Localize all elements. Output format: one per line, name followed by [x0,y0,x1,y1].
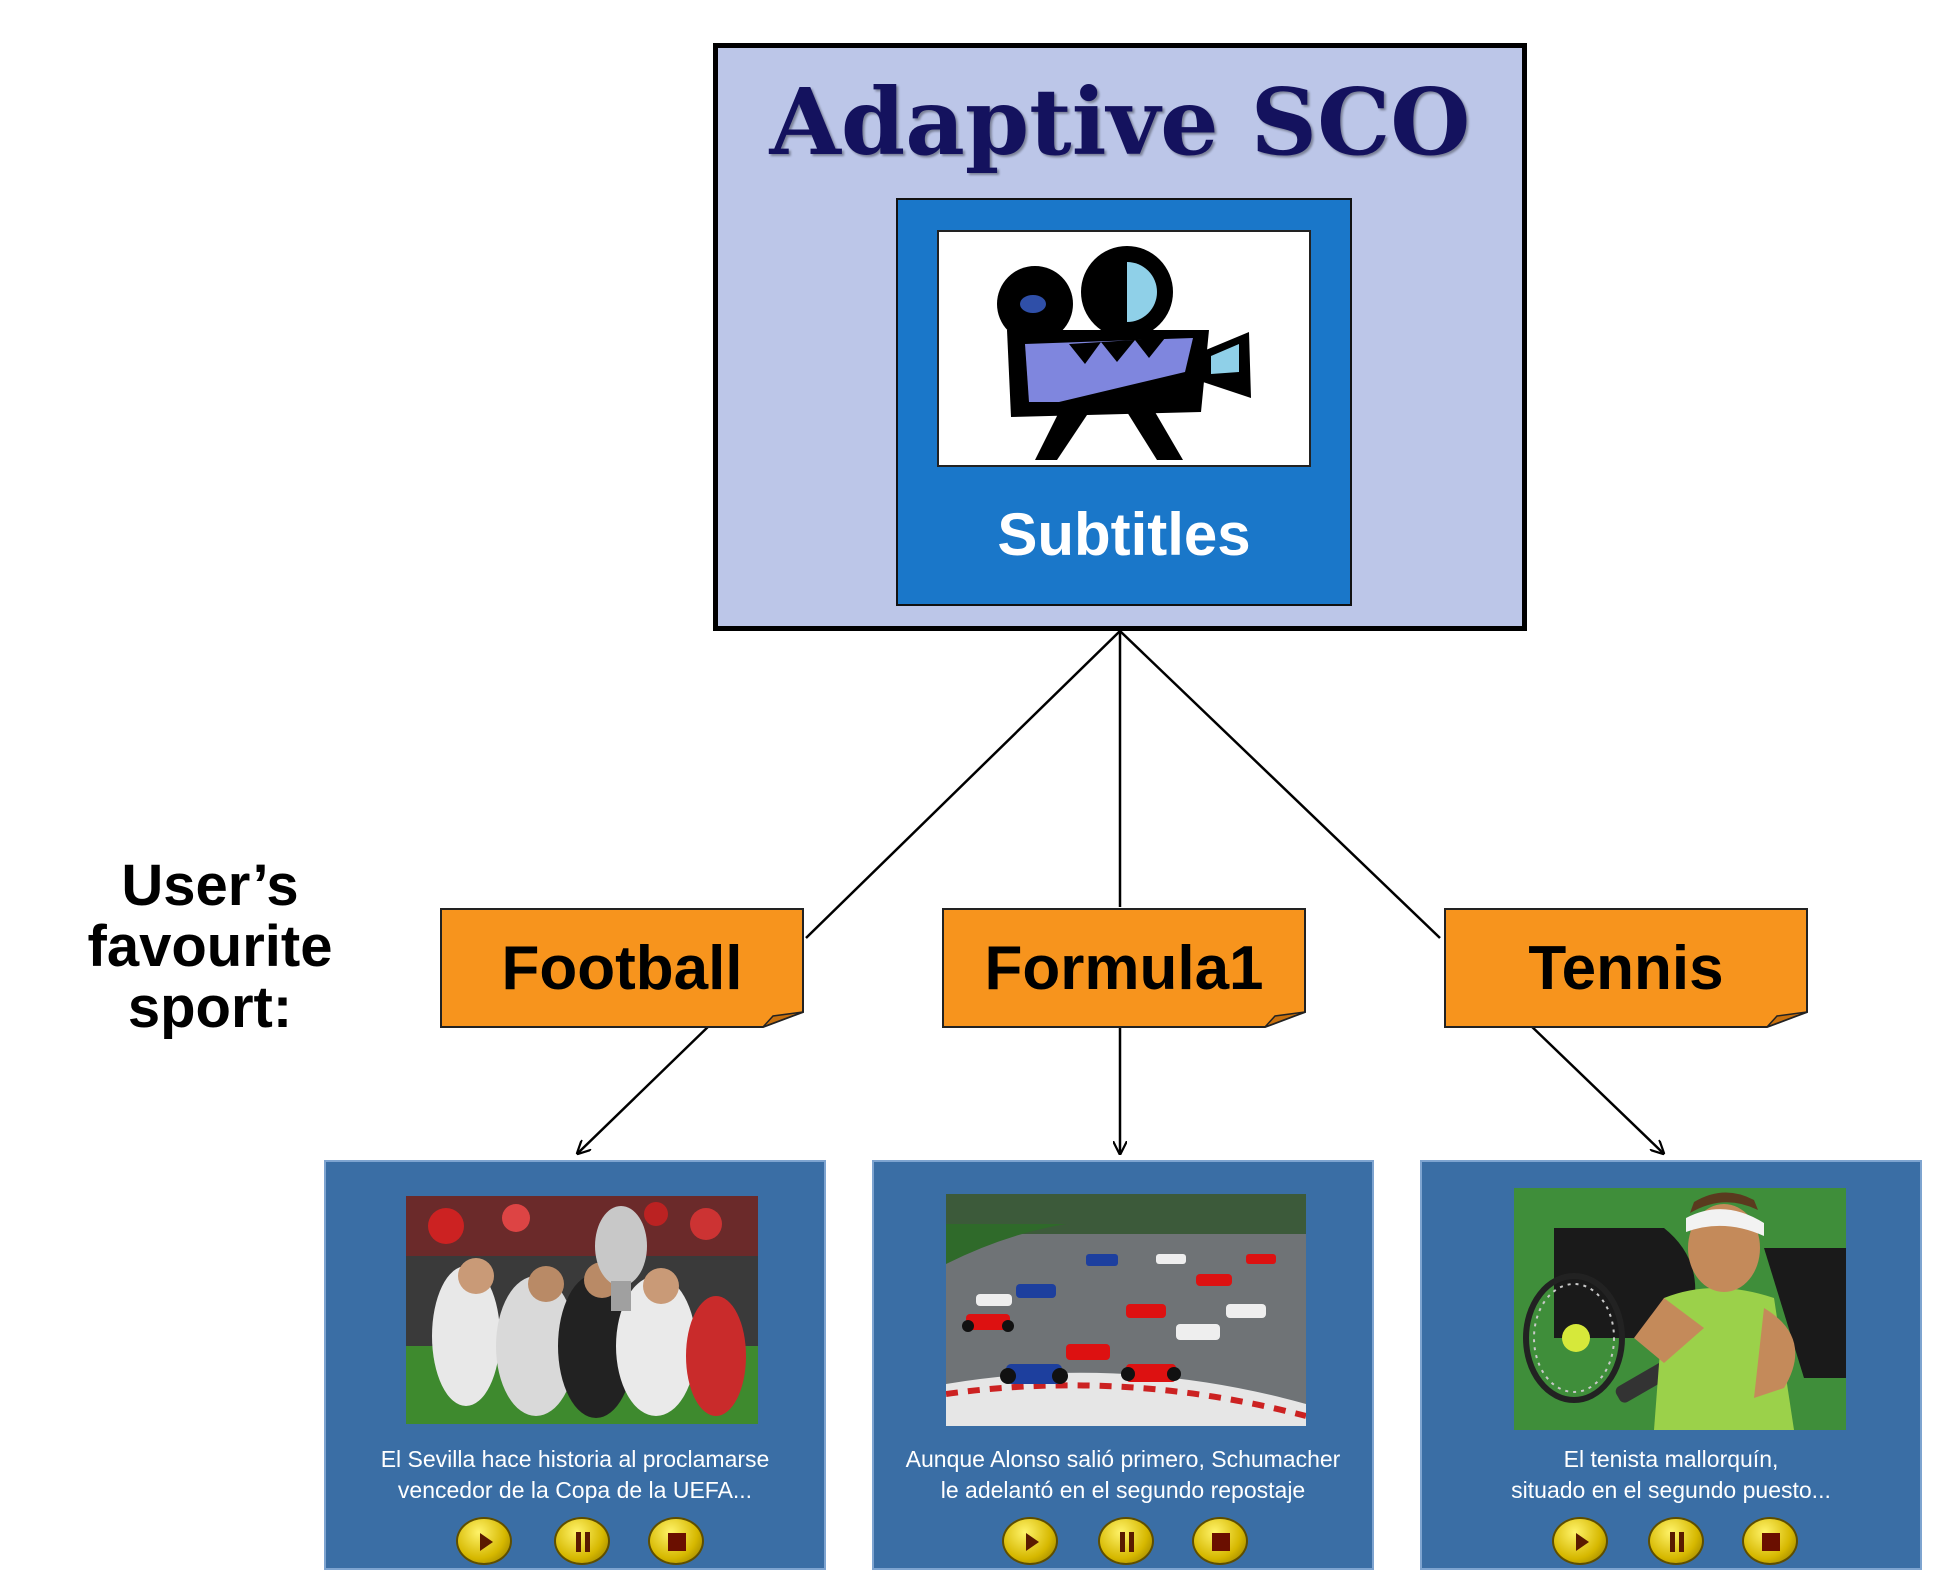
condition-label-line-1: User’s [121,853,299,918]
video-screen [937,230,1311,467]
connector-sco-football [805,630,1121,939]
video-panel: Subtitles [896,198,1352,606]
caption-line-1: El Sevilla hace historia al proclamarse [380,1446,770,1472]
note-shape [1444,908,1808,1028]
condition-label-line-2: favourite [87,914,333,979]
caption-line-1: El tenista mallorquín, [1563,1446,1779,1472]
player-caption: Aunque Alonso salió primero, Schumacher … [874,1444,1372,1506]
option-label: Football [501,933,743,1003]
condition-label: User’s favourite sport: [50,855,370,1038]
caption-line-2: le adelantó en el segundo repostaje [940,1477,1306,1503]
video-label: Subtitles [997,501,1251,568]
arrow-football [578,1021,714,1153]
play-icon [480,1533,493,1551]
player-caption: El Sevilla hace historia al proclamarse … [326,1444,824,1506]
caption-line-2: situado en el segundo puesto... [1511,1477,1831,1503]
note-shape [440,908,804,1028]
sco-title: Adaptive SCO [769,68,1471,176]
video-player-tennis: El tenista mallorquín, situado en el seg… [1420,1160,1922,1570]
stop-icon [1762,1533,1780,1551]
caption-line-1: Aunque Alonso salió primero, Schumacher [905,1446,1341,1472]
play-button[interactable] [456,1517,512,1565]
option-note-formula1: Formula1 [942,908,1306,1028]
video-player-formula1: Aunque Alonso salió primero, Schumacher … [872,1160,1374,1570]
adaptive-sco-box: Adaptive SCO Subtitles [713,43,1527,631]
note-shape [942,908,1306,1028]
connector-sco-tennis [1119,630,1441,939]
movie-camera-icon [997,246,1251,460]
option-note-football: Football [440,908,804,1028]
player-caption: El tenista mallorquín, situado en el seg… [1422,1444,1920,1506]
arrow-tennis [1526,1021,1663,1153]
stop-button[interactable] [1742,1517,1798,1565]
stop-icon [1212,1533,1230,1551]
condition-label-line-3: sport: [127,975,293,1040]
caption-line-2: vencedor de la Copa de la UEFA... [397,1477,753,1503]
pause-icon [1670,1532,1684,1552]
stop-icon [668,1533,686,1551]
play-button[interactable] [1002,1517,1058,1565]
pause-icon [1120,1532,1134,1552]
option-label: Tennis [1528,933,1724,1003]
stop-button[interactable] [648,1517,704,1565]
pause-icon [576,1532,590,1552]
option-label: Formula1 [984,933,1264,1003]
stop-button[interactable] [1192,1517,1248,1565]
option-note-tennis: Tennis [1444,908,1808,1028]
video-player-football: El Sevilla hace historia al proclamarse … [324,1160,826,1570]
play-icon [1576,1533,1589,1551]
play-icon [1026,1533,1039,1551]
football-trophy-celebration-photo [406,1196,758,1424]
tennis-player-photo [1514,1188,1846,1430]
formula1-race-start-photo [946,1194,1306,1426]
